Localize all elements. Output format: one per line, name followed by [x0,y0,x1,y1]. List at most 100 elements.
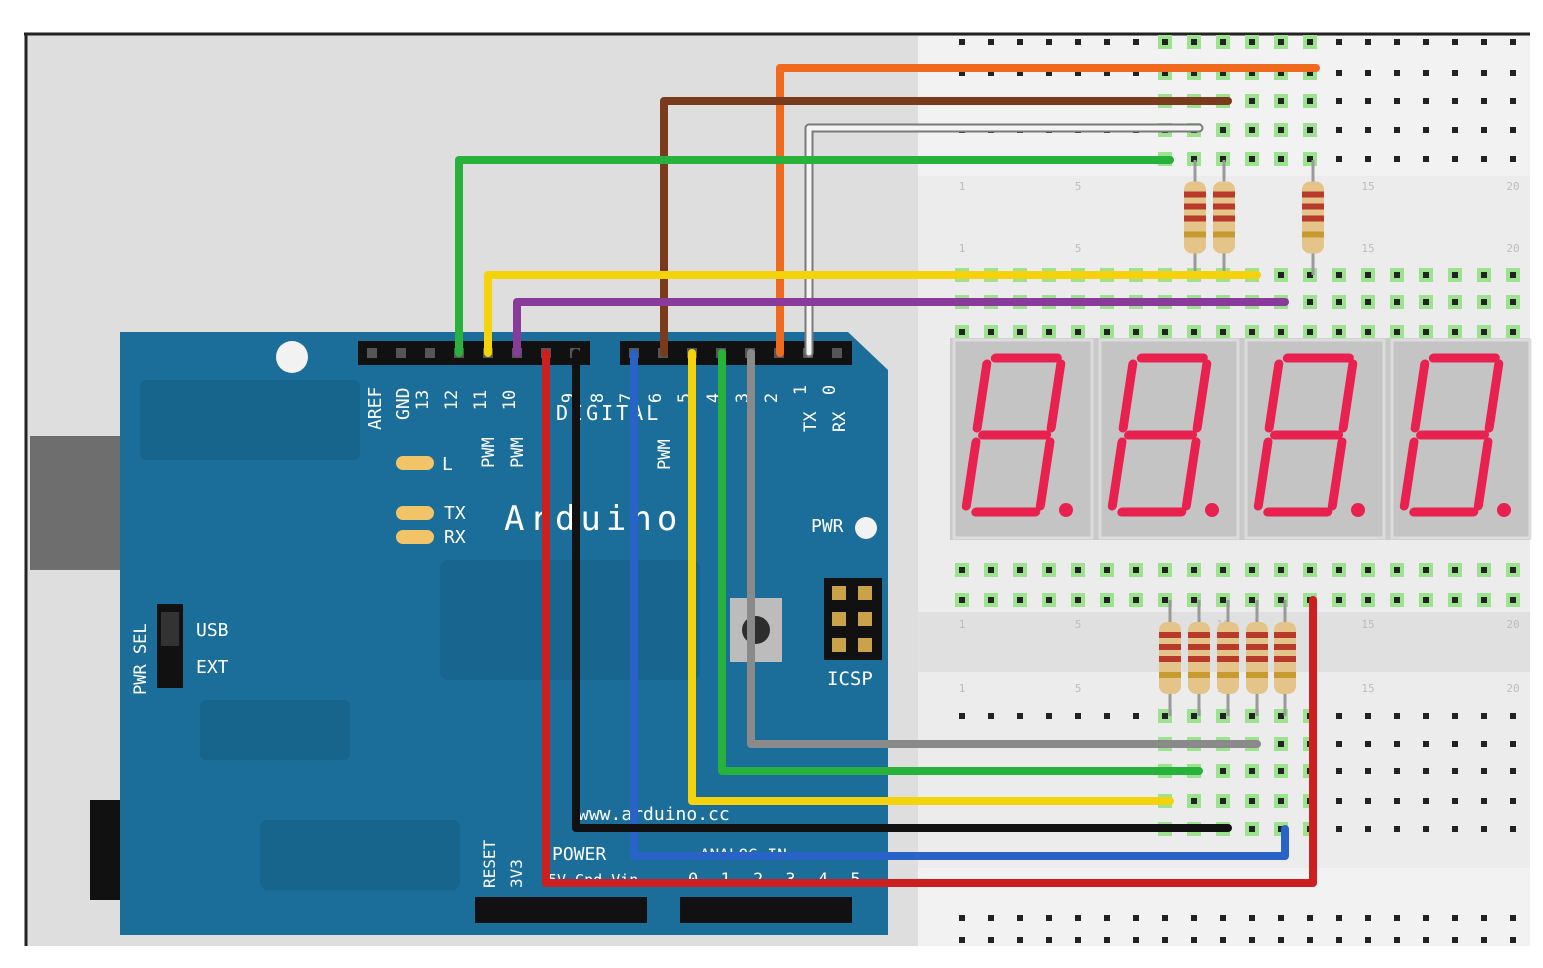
breadboard-hole [1336,741,1342,747]
led-tx [396,506,434,520]
breadboard-hole [1452,272,1458,278]
breadboard-hole [1249,39,1255,45]
breadboard-hole [1336,597,1342,603]
analog-header [680,897,852,923]
breadboard-hole [1510,272,1516,278]
breadboard-hole [1249,937,1255,943]
breadboard-hole [1423,826,1429,832]
resistor-band [1184,215,1206,222]
pin-number-label: 12 [442,390,462,410]
breadboard-hole [1133,329,1139,335]
breadboard-hole [1307,39,1313,45]
v33-label: 3V3 [507,859,526,888]
breadboard-hole [1046,39,1052,45]
pin-number-label: 2 [762,393,782,403]
decimal-point [1205,503,1219,517]
breadboard-hole [1452,713,1458,719]
breadboard-hole [1046,937,1052,943]
icsp-pin [832,612,846,626]
seven-segment-display [950,338,1532,540]
breadboard-hole [1017,70,1023,76]
segment [961,437,981,511]
breadboard-hole [1220,768,1226,774]
breadboard-hole [1481,156,1487,162]
icsp-pin [858,612,872,626]
breadboard-hole [1365,329,1371,335]
breadboard-hole [988,329,994,335]
breadboard-hole [1423,713,1429,719]
breadboard-hole [1220,937,1226,943]
breadboard-hole [1510,567,1516,573]
breadboard-hole [959,70,965,76]
breadboard-hole [1510,826,1516,832]
breadboard-hole [1191,39,1197,45]
icsp-pin [858,638,872,652]
breadboard-hole [1365,597,1371,603]
decimal-point [1497,503,1511,517]
segment [1181,437,1201,511]
breadboard-hole [1423,567,1429,573]
breadboard-hole [1481,937,1487,943]
breadboard-hole [1075,937,1081,943]
breadboard-hole [988,915,994,921]
breadboard-hole [1133,915,1139,921]
breadboard-hole [1481,713,1487,719]
breadboard-hole [1336,272,1342,278]
breadboard-hole [1046,713,1052,719]
breadboard-hole [1249,768,1255,774]
breadboard-hole [1249,915,1255,921]
breadboard-hole [1423,937,1429,943]
brown-wire [660,97,1232,357]
segment [1473,437,1493,511]
breadboard-hole [1452,937,1458,943]
resistor-band [1274,672,1296,678]
breadboard-hole [1017,713,1023,719]
resistor-band [1159,656,1181,662]
breadboard-hole [1075,597,1081,603]
resistor-band [1159,644,1181,650]
breadboard-hole [1423,156,1429,162]
breadboard-hole [1423,272,1429,278]
pwm-label-10: PWM [508,437,528,468]
breadboard-hole [1365,156,1371,162]
gnd-label: GND [393,387,414,420]
segment [1264,359,1284,433]
breadboard-hole [1220,127,1226,133]
pwr-label: PWR [811,516,844,537]
breadboard-hole [1075,713,1081,719]
reset-button[interactable] [742,616,770,644]
breadboard-hole [1452,826,1458,832]
pin-number-label: 6 [646,393,666,403]
breadboard-hole [1249,329,1255,335]
breadboard-hole [959,713,965,719]
breadboard-hole [1162,329,1168,335]
breadboard-hole [959,937,965,943]
breadboard-hole [1423,299,1429,305]
breadboard-hole [959,567,965,573]
icsp-label: ICSP [827,668,873,690]
breadboard-hole [1278,567,1284,573]
breadboard-hole [1307,299,1313,305]
resistor-band [1302,203,1324,210]
breadboard-hole [1394,567,1400,573]
breadboard-hole [1452,597,1458,603]
ext-label: EXT [196,657,229,678]
breadboard-hole [1394,39,1400,45]
breadboard-hole [1191,329,1197,335]
breadboard-column-number: 5 [1075,180,1082,193]
breadboard-hole [988,713,994,719]
resistor-band [1246,632,1268,638]
breadboard-hole [1307,937,1313,943]
rx-pin-label: RX [830,411,850,432]
breadboard-hole [1133,597,1139,603]
breadboard-hole [1423,98,1429,104]
icsp-pin [832,638,846,652]
header-hole [396,348,406,358]
mounting-hole-2 [855,517,877,539]
breadboard-column-number: 5 [1075,682,1082,695]
yellow-wire-top [484,271,1261,357]
resistor-band [1184,231,1206,238]
breadboard-hole [1394,127,1400,133]
led-rx [396,530,434,544]
